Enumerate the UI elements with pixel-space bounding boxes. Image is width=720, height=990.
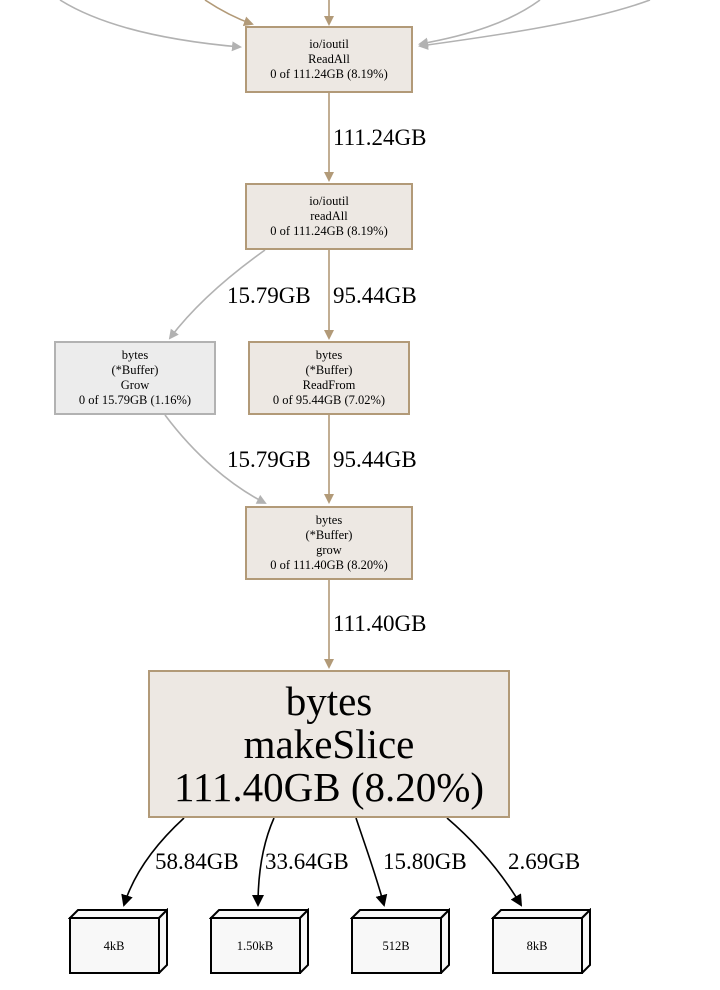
node-buffer-grow[interactable]: bytes (*Buffer) grow 0 of 111.40GB (8.20…: [245, 506, 413, 580]
node-function: Grow: [120, 378, 150, 392]
node-stat: 111.40GB (8.20%): [173, 763, 485, 810]
node-function: ReadFrom: [302, 378, 356, 392]
box-3d-icon: [490, 907, 593, 976]
node-buffer-grow-public[interactable]: bytes (*Buffer) Grow 0 of 15.79GB (1.16%…: [54, 341, 216, 415]
node-stat: 0 of 111.24GB (8.19%): [270, 67, 388, 81]
leaf-label: 512B: [382, 938, 410, 953]
node-stat: 0 of 15.79GB (1.16%): [78, 393, 192, 407]
leaf-label: 4kB: [103, 938, 125, 953]
node-package: bytes: [285, 677, 373, 724]
edge-label-readall-to-readall: 111.24GB: [333, 125, 427, 150]
node-function: grow: [316, 543, 342, 557]
node-bytes-makeslice[interactable]: bytes makeSlice 111.40GB (8.20%): [148, 670, 510, 818]
node-stat: 0 of 111.40GB (8.20%): [270, 558, 388, 572]
node-package: io/ioutil: [309, 194, 349, 208]
edge-label-grow-to-makeslice: 111.40GB: [333, 611, 427, 636]
node-receiver: (*Buffer): [305, 363, 353, 377]
leaf-label: 1.50kB: [236, 938, 274, 953]
node-receiver: (*Buffer): [111, 363, 159, 377]
incoming-edge-left-hot: [204, 0, 254, 27]
edge-label-readall-to-grow-public: 15.79GB: [227, 283, 311, 308]
box-3d-icon: [208, 907, 311, 976]
edge-label-grow-public-to-grow: 15.79GB: [227, 447, 311, 472]
node-function: makeSlice: [243, 720, 415, 767]
node-package: io/ioutil: [309, 37, 349, 51]
node-function: ReadAll: [308, 52, 350, 66]
node-package: bytes: [121, 348, 149, 362]
leaf-box-4kb[interactable]: 4kB: [67, 907, 170, 976]
box-3d-icon: [349, 907, 452, 976]
box-3d-icon: [67, 907, 170, 976]
leaf-box-512b[interactable]: 512B: [349, 907, 452, 976]
incoming-edge-right-cold-1: [418, 0, 541, 48]
leaf-box-8kb[interactable]: 8kB: [490, 907, 593, 976]
edge-label-makeslice-to-1-50kb: 33.64GB: [265, 849, 349, 874]
node-package: bytes: [315, 513, 343, 527]
edge-label-makeslice-to-8kb: 2.69GB: [508, 849, 581, 874]
node-ioutil-readall[interactable]: io/ioutil ReadAll 0 of 111.24GB (8.19%): [245, 26, 413, 93]
edge-label-readall-to-readfrom: 95.44GB: [333, 283, 417, 308]
node-package: bytes: [315, 348, 343, 362]
leaf-box-1-50kb[interactable]: 1.50kB: [208, 907, 311, 976]
node-function: readAll: [310, 209, 348, 223]
node-receiver: (*Buffer): [305, 528, 353, 542]
incoming-edge-left-cold: [59, 0, 242, 52]
node-ioutil-readall-internal[interactable]: io/ioutil readAll 0 of 111.24GB (8.19%): [245, 183, 413, 250]
leaf-label: 8kB: [526, 938, 548, 953]
node-stat: 0 of 111.24GB (8.19%): [270, 224, 388, 238]
edge-label-readfrom-to-grow: 95.44GB: [333, 447, 417, 472]
incoming-edge-right-cold-2: [418, 0, 651, 50]
edge-label-makeslice-to-4kb: 58.84GB: [155, 849, 239, 874]
node-buffer-readfrom[interactable]: bytes (*Buffer) ReadFrom 0 of 95.44GB (7…: [248, 341, 410, 415]
node-stat: 0 of 95.44GB (7.02%): [272, 393, 386, 407]
edge-label-makeslice-to-512b: 15.80GB: [383, 849, 467, 874]
